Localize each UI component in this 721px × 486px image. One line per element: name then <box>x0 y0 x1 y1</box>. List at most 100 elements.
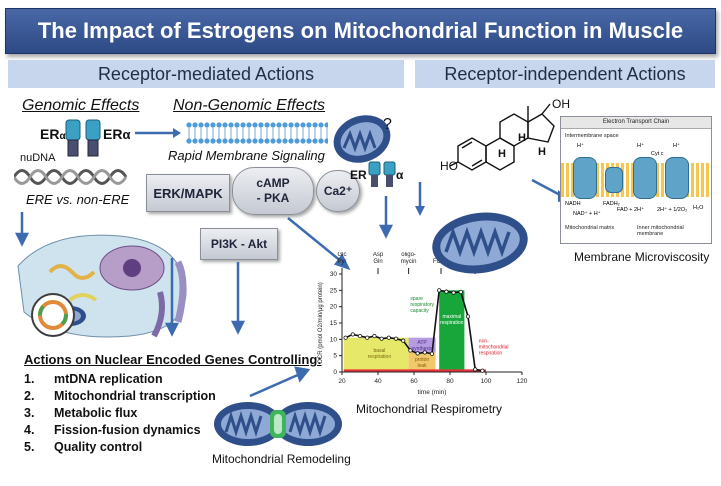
injection-label: mycin <box>401 259 417 265</box>
ocr-point <box>379 336 384 341</box>
cyt-c-label: Cyt c <box>651 151 664 157</box>
rapid-membrane-signaling: Rapid Membrane Signaling <box>168 148 325 163</box>
region-label: leak <box>418 363 428 369</box>
nuclear-genes-list: 1.mtDNA replication 2.Mitochondrial tran… <box>24 372 216 457</box>
fusing-mitochondria-icon <box>214 402 342 446</box>
plasmid-mtdna-icon <box>31 293 75 337</box>
x-tick-label: 80 <box>446 378 454 385</box>
region-label: respiration <box>368 354 392 360</box>
ocr-point <box>415 351 420 356</box>
injection-label: Asp <box>373 252 384 258</box>
complex-iv <box>665 157 689 199</box>
list-item: 3.Metabolic flux <box>24 406 138 420</box>
non-mito-label: mitochondrial <box>479 345 509 351</box>
injection-label: Glc <box>338 252 347 258</box>
arrow-estradiol-down <box>415 182 425 216</box>
list-item: 4.Fission-fusion dynamics <box>24 423 201 437</box>
complex-iii <box>633 157 657 199</box>
spare-capacity-label: respiratory <box>410 302 434 308</box>
h-plus-label: H⁺ <box>637 143 644 149</box>
etc-panel: Electron Transport Chain Intermembrane s… <box>560 116 712 244</box>
ocr-point <box>372 333 377 339</box>
ere-label: ERE vs. non-ERE <box>26 192 130 207</box>
intermembrane-label: Intermembrane space <box>565 133 619 139</box>
y-tick-label: 25 <box>330 287 338 294</box>
y-tick-label: 5 <box>333 353 337 360</box>
ocr-point <box>357 333 363 339</box>
oxygen-label: 2H⁺ + 1/2O₂ <box>657 207 688 213</box>
remodeling-caption: Mitochondrial Remodeling <box>212 452 351 466</box>
ocr-point <box>451 290 456 295</box>
region-label: maximal <box>442 314 461 320</box>
membrane-caption: Membrane Microviscosity <box>574 250 710 264</box>
nudna-label: nuDNA <box>20 152 56 164</box>
y-tick-label: 10 <box>330 336 338 343</box>
injection-label: Pyr <box>338 259 347 265</box>
ocr-point <box>422 350 427 355</box>
ocr-point <box>350 332 355 337</box>
question-mark: ? <box>383 116 392 133</box>
region-0 <box>343 337 409 372</box>
y-axis-label: OCR (pmol O2/min/μg protein) <box>318 282 324 363</box>
h-label: H <box>518 132 526 144</box>
complex-i <box>573 157 597 199</box>
etc-title: Electron Transport Chain <box>561 117 711 129</box>
ocr-point <box>386 335 391 340</box>
x-tick-label: 100 <box>481 378 492 385</box>
h-plus-label: H⁺ <box>673 143 680 149</box>
ca2-box: Ca2⁺ <box>316 170 360 212</box>
ocr-point <box>343 335 348 340</box>
h-plus-label: H⁺ <box>577 143 584 149</box>
ocr-point <box>393 336 399 341</box>
h-label: H <box>538 146 546 158</box>
non-mito-label: non- <box>479 339 489 345</box>
fadh2-label: FADH₂ <box>603 201 620 207</box>
x-tick-label: 60 <box>410 378 418 385</box>
list-item: 1.mtDNA replication <box>24 372 163 386</box>
estradiol-structure <box>449 103 555 171</box>
ocr-point <box>437 288 442 293</box>
er-dimer-icon <box>65 119 101 157</box>
membrane-bar-icon <box>186 122 328 144</box>
receptor-mediated-header: Receptor-mediated Actions <box>8 60 404 88</box>
respirometry-caption: Mitochondrial Respirometry <box>356 402 503 416</box>
region-label: basal <box>373 348 385 354</box>
pathway-arrows <box>14 196 394 398</box>
matrix-label: Mitochondrial matrix <box>565 225 615 231</box>
region-label: proton <box>415 357 429 363</box>
region-3 <box>439 290 465 372</box>
x-tick-label: 40 <box>374 378 382 385</box>
arrow-genomic-to-nongenomic <box>135 128 181 138</box>
x-axis-label: time (min) <box>418 389 447 396</box>
nad-label: NAD⁺ + H⁺ <box>573 211 601 217</box>
pi3k-akt-box: PI3K - Akt <box>200 228 278 260</box>
mito-er-alpha: α <box>396 168 404 182</box>
fad-label: FAD + 2H⁺ <box>617 207 644 213</box>
y-tick-label: 30 <box>330 271 338 278</box>
mito-er-dimer-icon <box>368 161 396 187</box>
y-tick-label: 0 <box>333 369 337 376</box>
spare-capacity-label: spare <box>410 296 423 302</box>
inner-membrane-label: Inner mitochondrial membrane <box>637 225 684 237</box>
camp-pka-box: cAMP - PKA <box>232 167 314 215</box>
region-label: ATP <box>417 340 427 346</box>
injection-label: oligo- <box>401 252 416 258</box>
ocr-point <box>480 368 485 373</box>
genomic-effects-heading: Genomic Effects <box>22 97 140 114</box>
dna-helix-icon <box>14 169 128 185</box>
ocr-point <box>473 367 478 372</box>
y-tick-label: 20 <box>330 304 338 311</box>
non-mito-label: respiration <box>479 351 503 357</box>
ocr-point <box>465 314 471 319</box>
list-item: 2.Mitochondrial transcription <box>24 389 216 403</box>
list-item: 5.Quality control <box>24 440 143 454</box>
er-label-right: ERα <box>103 126 131 142</box>
x-tick-label: 120 <box>517 378 528 385</box>
x-tick-label: 20 <box>338 378 346 385</box>
injection-label: Gln <box>373 259 382 265</box>
ocr-point <box>444 289 449 294</box>
mito-er-label: ER <box>350 168 367 182</box>
water-label: H₂O <box>693 205 704 211</box>
ocr-point <box>365 335 370 340</box>
